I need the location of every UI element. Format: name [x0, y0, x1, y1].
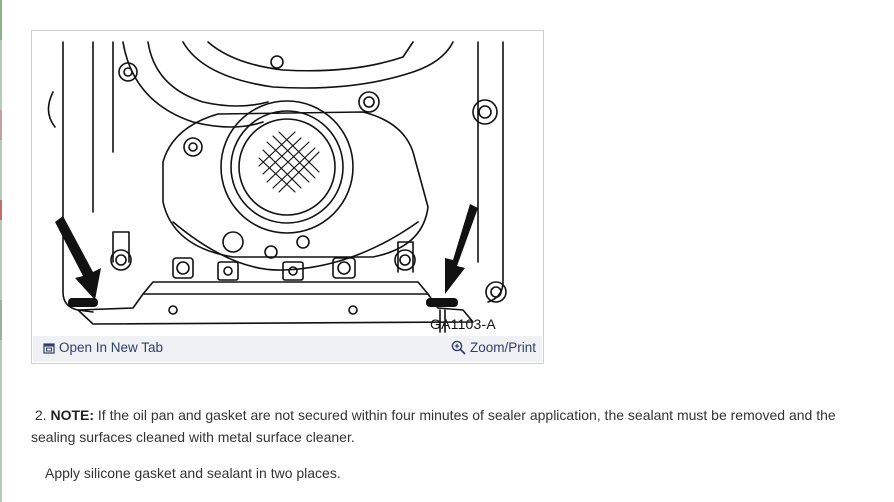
- zoom-print-label: Zoom/Print: [469, 340, 536, 355]
- note-text: If the oil pan and gasket are not secure…: [31, 407, 836, 445]
- right-arrow-icon: [445, 204, 478, 294]
- instruction-text: Apply silicone gasket and sealant in two…: [45, 465, 341, 481]
- note-label: NOTE:: [50, 407, 95, 423]
- left-edge-stripe: [0, 0, 2, 502]
- open-in-new-tab-icon: [43, 342, 55, 354]
- zoom-in-icon: [451, 340, 466, 355]
- figure-caption: GA1103-A: [430, 316, 496, 332]
- step-number: 2.: [34, 407, 47, 423]
- left-arrow-icon: [55, 216, 101, 300]
- oil-pan-diagram: [47, 41, 507, 333]
- zoom-print-button[interactable]: Zoom/Print: [451, 340, 536, 355]
- step-note-paragraph: 2. NOTE: If the oil pan and gasket are n…: [31, 404, 861, 448]
- figure-toolbar: Open In New Tab Zoom/Print: [33, 336, 542, 362]
- open-in-new-tab-label: Open In New Tab: [59, 340, 164, 355]
- figure-card: GA1103-A Open In New Tab Zoom/Print: [31, 30, 544, 364]
- open-in-new-tab-button[interactable]: Open In New Tab: [43, 340, 163, 355]
